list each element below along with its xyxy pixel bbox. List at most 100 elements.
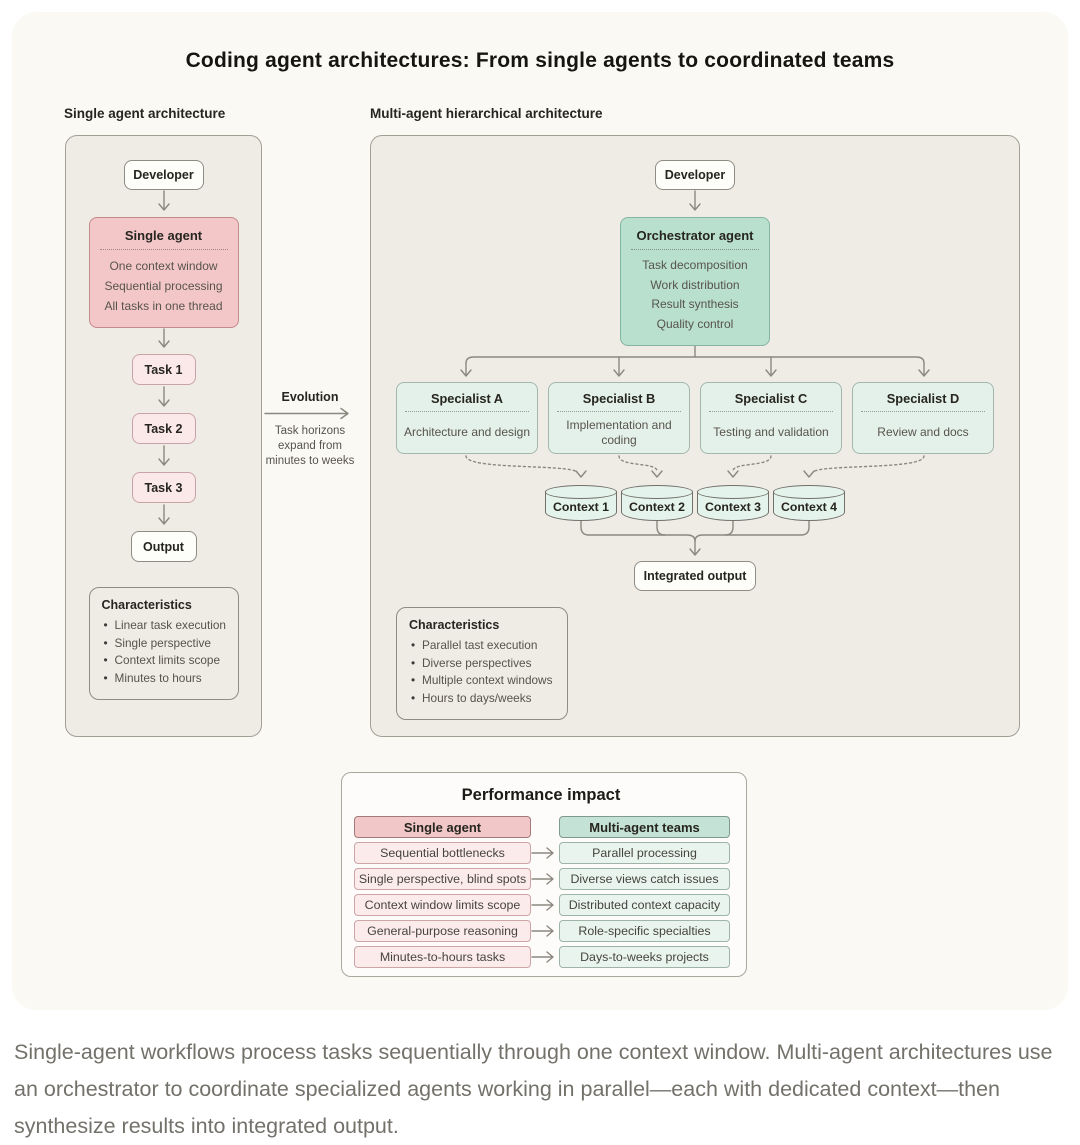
dotted-connector	[465, 455, 925, 478]
multi-agent-trait: Parallel processing	[559, 842, 730, 864]
diagram-card: Coding agent architectures: From single …	[12, 12, 1068, 1010]
multi-agent-trait: Role-specific specialties	[559, 920, 730, 942]
arrow-down-icon	[157, 445, 170, 466]
specialist-desc: Implementation and coding	[566, 418, 672, 447]
task-1-box: Task 1	[131, 354, 196, 385]
performance-row: Context window limits scope Distributed …	[354, 894, 730, 916]
performance-title: Performance impact	[461, 786, 621, 804]
characteristic-item: Context limits scope	[102, 652, 228, 670]
orchestrator-item: Quality control	[656, 316, 734, 331]
characteristic-item: Parallel tast execution	[409, 637, 557, 655]
context-label: Context 1	[552, 499, 610, 514]
specialist-title: Specialist B	[582, 391, 656, 406]
arrow-right-icon	[531, 899, 554, 911]
dotted-separator	[861, 411, 985, 412]
evolution-label: Evolution	[281, 390, 339, 404]
characteristics-title: Characteristics	[101, 598, 192, 612]
orchestrator-title: Orchestrator agent	[636, 228, 754, 243]
single-agent-header: Single agent	[354, 816, 531, 838]
specialist-c-box: Specialist C Testing and validation	[700, 382, 842, 454]
context-db-cylinder: Context 2	[620, 485, 694, 521]
performance-header-row: Single agent Multi-agent teams	[354, 816, 730, 838]
single-panel-heading: Single agent architecture	[64, 106, 226, 121]
single-agent-trait: Sequential bottlenecks	[354, 842, 531, 864]
context-label: Context 2	[628, 499, 686, 514]
arrow-down-icon	[157, 328, 170, 348]
context-db-cylinder: Context 1	[544, 485, 618, 521]
single-agent-trait: Single perspective, blind spots	[354, 868, 531, 890]
orchestrator-item: Task decomposition	[642, 258, 748, 272]
single-agent-trait: Context window limits scope	[354, 894, 531, 916]
developer-box: Developer	[655, 160, 735, 190]
arrow-down-icon	[157, 504, 170, 525]
specialists-row: Specialist A Architecture and design Spe…	[371, 382, 1019, 454]
figure-caption: Single-agent workflows process tasks seq…	[14, 1040, 1053, 1138]
specialist-desc: Testing and validation	[713, 425, 829, 439]
output-box: Output	[130, 531, 197, 562]
context-label: Context 4	[780, 499, 838, 514]
multi-agent-header: Multi-agent teams	[559, 816, 730, 838]
merge-connector	[580, 521, 810, 556]
multi-characteristics-box: Characteristics Parallel tast execution …	[396, 607, 568, 720]
performance-row: Sequential bottlenecks Parallel processi…	[354, 842, 730, 864]
orchestrator-agent-card: Orchestrator agent Task decomposition Wo…	[620, 217, 770, 346]
specialist-title: Specialist D	[886, 391, 960, 406]
evolution-connector: Evolution Task horizons expand from minu…	[264, 390, 356, 469]
multi-agent-trait: Diverse views catch issues	[559, 868, 730, 890]
single-agent-item: Sequential processing	[104, 279, 223, 293]
dotted-separator	[557, 411, 681, 412]
performance-impact-card: Performance impact Single agent Multi-ag…	[341, 772, 747, 977]
task-2-box: Task 2	[131, 413, 196, 444]
characteristic-item: Hours to days/weeks	[409, 690, 557, 708]
context-db-cylinder: Context 4	[772, 485, 846, 521]
single-agent-trait: General-purpose reasoning	[354, 920, 531, 942]
performance-row: General-purpose reasoning Role-specific …	[354, 920, 730, 942]
arrow-down-icon	[157, 386, 170, 407]
orchestrator-item: Work distribution	[650, 277, 740, 292]
developer-box: Developer	[123, 160, 204, 190]
specialist-a-box: Specialist A Architecture and design	[396, 382, 538, 454]
single-agent-card: Single agent One context window Sequenti…	[88, 217, 239, 328]
specialist-desc: Architecture and design	[403, 425, 531, 439]
characteristic-item: Diverse perspectives	[409, 655, 557, 673]
orchestrator-item: Result synthesis	[651, 297, 739, 311]
characteristics-title: Characteristics	[409, 618, 500, 632]
multi-agent-trait: Days-to-weeks projects	[559, 946, 730, 968]
integrated-output-box: Integrated output	[634, 561, 756, 591]
context-label: Context 3	[704, 499, 762, 514]
single-agent-item: One context window	[109, 259, 218, 273]
single-agent-panel: Developer Single agent One context windo…	[65, 135, 262, 737]
fanout-connector	[460, 346, 930, 377]
multi-panel-heading: Multi-agent hierarchical architecture	[370, 106, 603, 121]
single-agent-item: All tasks in one thread	[104, 299, 223, 313]
task-3-box: Task 3	[131, 472, 196, 503]
arrow-right-icon	[264, 407, 349, 420]
characteristic-item: Minutes to hours	[102, 670, 228, 688]
specialist-title: Specialist C	[734, 391, 808, 406]
arrow-right-icon	[531, 873, 554, 885]
characteristic-item: Linear task execution	[102, 617, 228, 635]
multi-agent-panel: Developer Orchestrator agent Task decomp…	[370, 135, 1020, 737]
single-characteristics-box: Characteristics Linear task execution Si…	[88, 587, 239, 700]
dotted-separator	[99, 249, 228, 250]
performance-row: Minutes-to-hours tasks Days-to-weeks pro…	[354, 946, 730, 968]
single-agent-trait: Minutes-to-hours tasks	[354, 946, 531, 968]
multi-agent-trait: Distributed context capacity	[559, 894, 730, 916]
evolution-description: Task horizons expand from minutes to wee…	[265, 425, 355, 467]
specialist-title: Specialist A	[430, 391, 504, 406]
arrow-right-icon	[531, 847, 554, 859]
specialist-b-box: Specialist B Implementation and coding	[548, 382, 690, 454]
dotted-separator	[709, 411, 833, 412]
single-agent-title: Single agent	[124, 228, 203, 243]
context-db-cylinder: Context 3	[696, 485, 770, 521]
arrow-right-icon	[531, 951, 554, 963]
performance-row: Single perspective, blind spots Diverse …	[354, 868, 730, 890]
dotted-separator	[631, 249, 759, 250]
characteristic-item: Multiple context windows	[409, 672, 557, 690]
dotted-separator	[405, 411, 529, 412]
specialist-d-box: Specialist D Review and docs	[852, 382, 994, 454]
specialist-desc: Review and docs	[877, 425, 969, 439]
arrow-right-icon	[531, 925, 554, 937]
arrow-down-icon	[157, 190, 170, 211]
contexts-row: Context 1 Context 2 Context 3 Context 4	[544, 485, 846, 521]
